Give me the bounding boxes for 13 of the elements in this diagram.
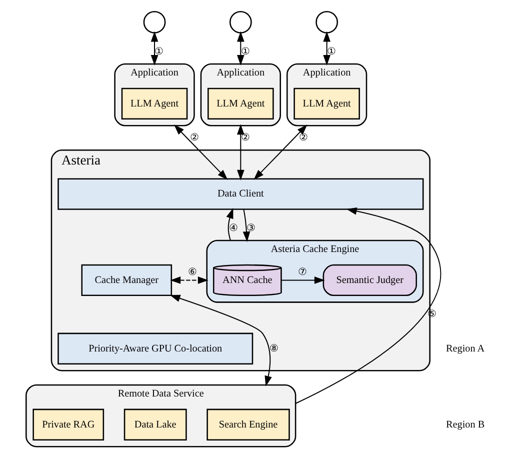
edge-label: ② (190, 132, 199, 144)
edge-label: ② (240, 132, 250, 144)
edge-label: ② (298, 132, 308, 144)
edge-label: ⑦ (297, 266, 306, 278)
edge-label: ⑥ (188, 266, 197, 278)
edge-label: ⑧ (269, 343, 278, 354)
label: Region A (446, 343, 484, 354)
edge-label: ④ (228, 222, 238, 234)
label: Region B (446, 419, 484, 430)
edge-label: ① (326, 46, 336, 58)
edge-label: ① (154, 46, 164, 58)
edge-label: ① (240, 46, 250, 58)
edge-label: ③ (246, 222, 256, 234)
